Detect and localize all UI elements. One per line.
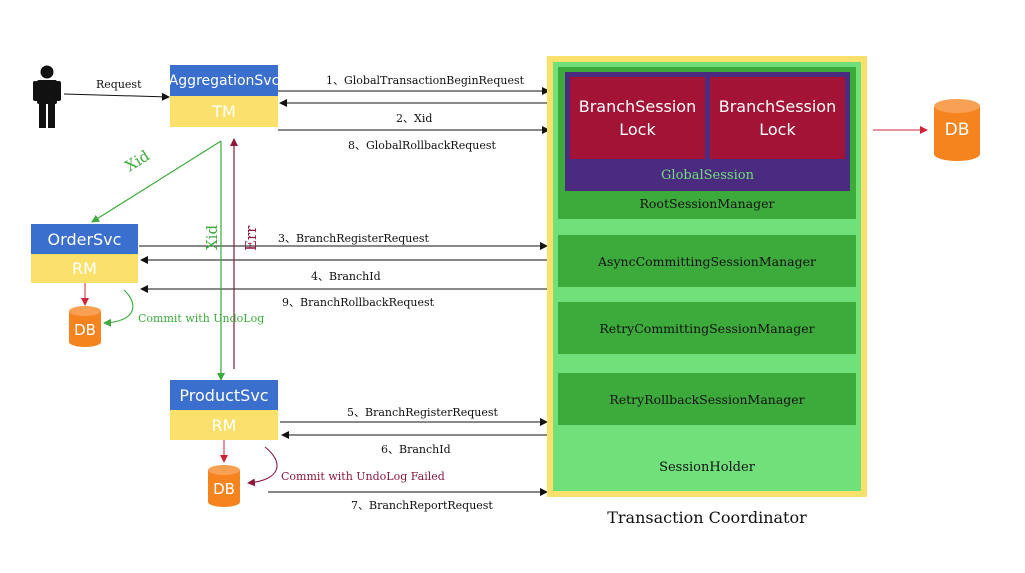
branch-session-lock-2: BranchSession Lock <box>710 77 845 159</box>
msg3-label: 3、BranchRegisterRequest <box>278 232 429 245</box>
msg9-label: 9、BranchRollbackRequest <box>282 296 435 309</box>
xid-to-order-arrow <box>91 140 222 223</box>
msg4-label: 4、BranchId <box>311 270 381 283</box>
msg2-label: 2、Xid <box>396 112 433 125</box>
transaction-coordinator-caption: Transaction Coordinator <box>607 508 807 527</box>
xid-product-label: Xid <box>203 224 221 250</box>
msg5-label: 5、BranchRegisterRequest <box>347 406 498 419</box>
user-icon <box>33 65 61 128</box>
request-label: Request <box>96 78 142 91</box>
root-session-manager-label: RootSessionManager <box>639 196 775 211</box>
request-arrow <box>63 92 170 101</box>
retry-committing-session-manager: RetryCommittingSessionManager <box>558 302 856 354</box>
async-committing-session-manager: AsyncCommittingSessionManager <box>558 235 856 287</box>
product-db-icon <box>208 465 240 507</box>
aggregation-tm-role: TM <box>170 96 278 127</box>
product-db-label: DB <box>213 480 235 498</box>
product-commit-failed-label: Commit with UndoLog Failed <box>281 470 445 483</box>
global-session-label: GlobalSession <box>661 168 754 183</box>
msg7-label: 7、BranchReportRequest <box>351 499 493 512</box>
order-rm-role: RM <box>31 254 138 283</box>
transaction-coordinator: BranchSession Lock BranchSession Lock Gl… <box>547 56 867 497</box>
coordinator-db-label: DB <box>944 120 970 140</box>
order-db-label: DB <box>74 321 96 339</box>
product-commit-failed-curve <box>247 446 278 487</box>
order-commit-label: Commit with UndoLog <box>138 312 265 325</box>
product-rm-role: RM <box>170 410 278 440</box>
msg8-label: 8、GlobalRollbackRequest <box>348 139 496 152</box>
root-session-manager: BranchSession Lock BranchSession Lock Gl… <box>558 67 856 219</box>
product-service-title: ProductSvc <box>170 380 278 410</box>
coordinator-db-icon <box>934 99 980 161</box>
err-label: Err <box>242 225 260 251</box>
order-service-title: OrderSvc <box>31 224 138 254</box>
session-holder-label: SessionHolder <box>659 460 755 475</box>
aggregation-service-title: AggregationSvc <box>169 65 279 96</box>
order-db-icon <box>69 306 101 347</box>
order-commit-curve <box>103 289 134 327</box>
msg1-label: 1、GlobalTransactionBeginRequest <box>326 74 525 87</box>
retry-rollback-session-manager: RetryRollbackSessionManager <box>558 373 856 425</box>
branch-session-lock-1: BranchSession Lock <box>570 77 705 159</box>
global-session: BranchSession Lock BranchSession Lock Gl… <box>565 72 850 191</box>
msg6-label: 6、BranchId <box>381 443 451 456</box>
